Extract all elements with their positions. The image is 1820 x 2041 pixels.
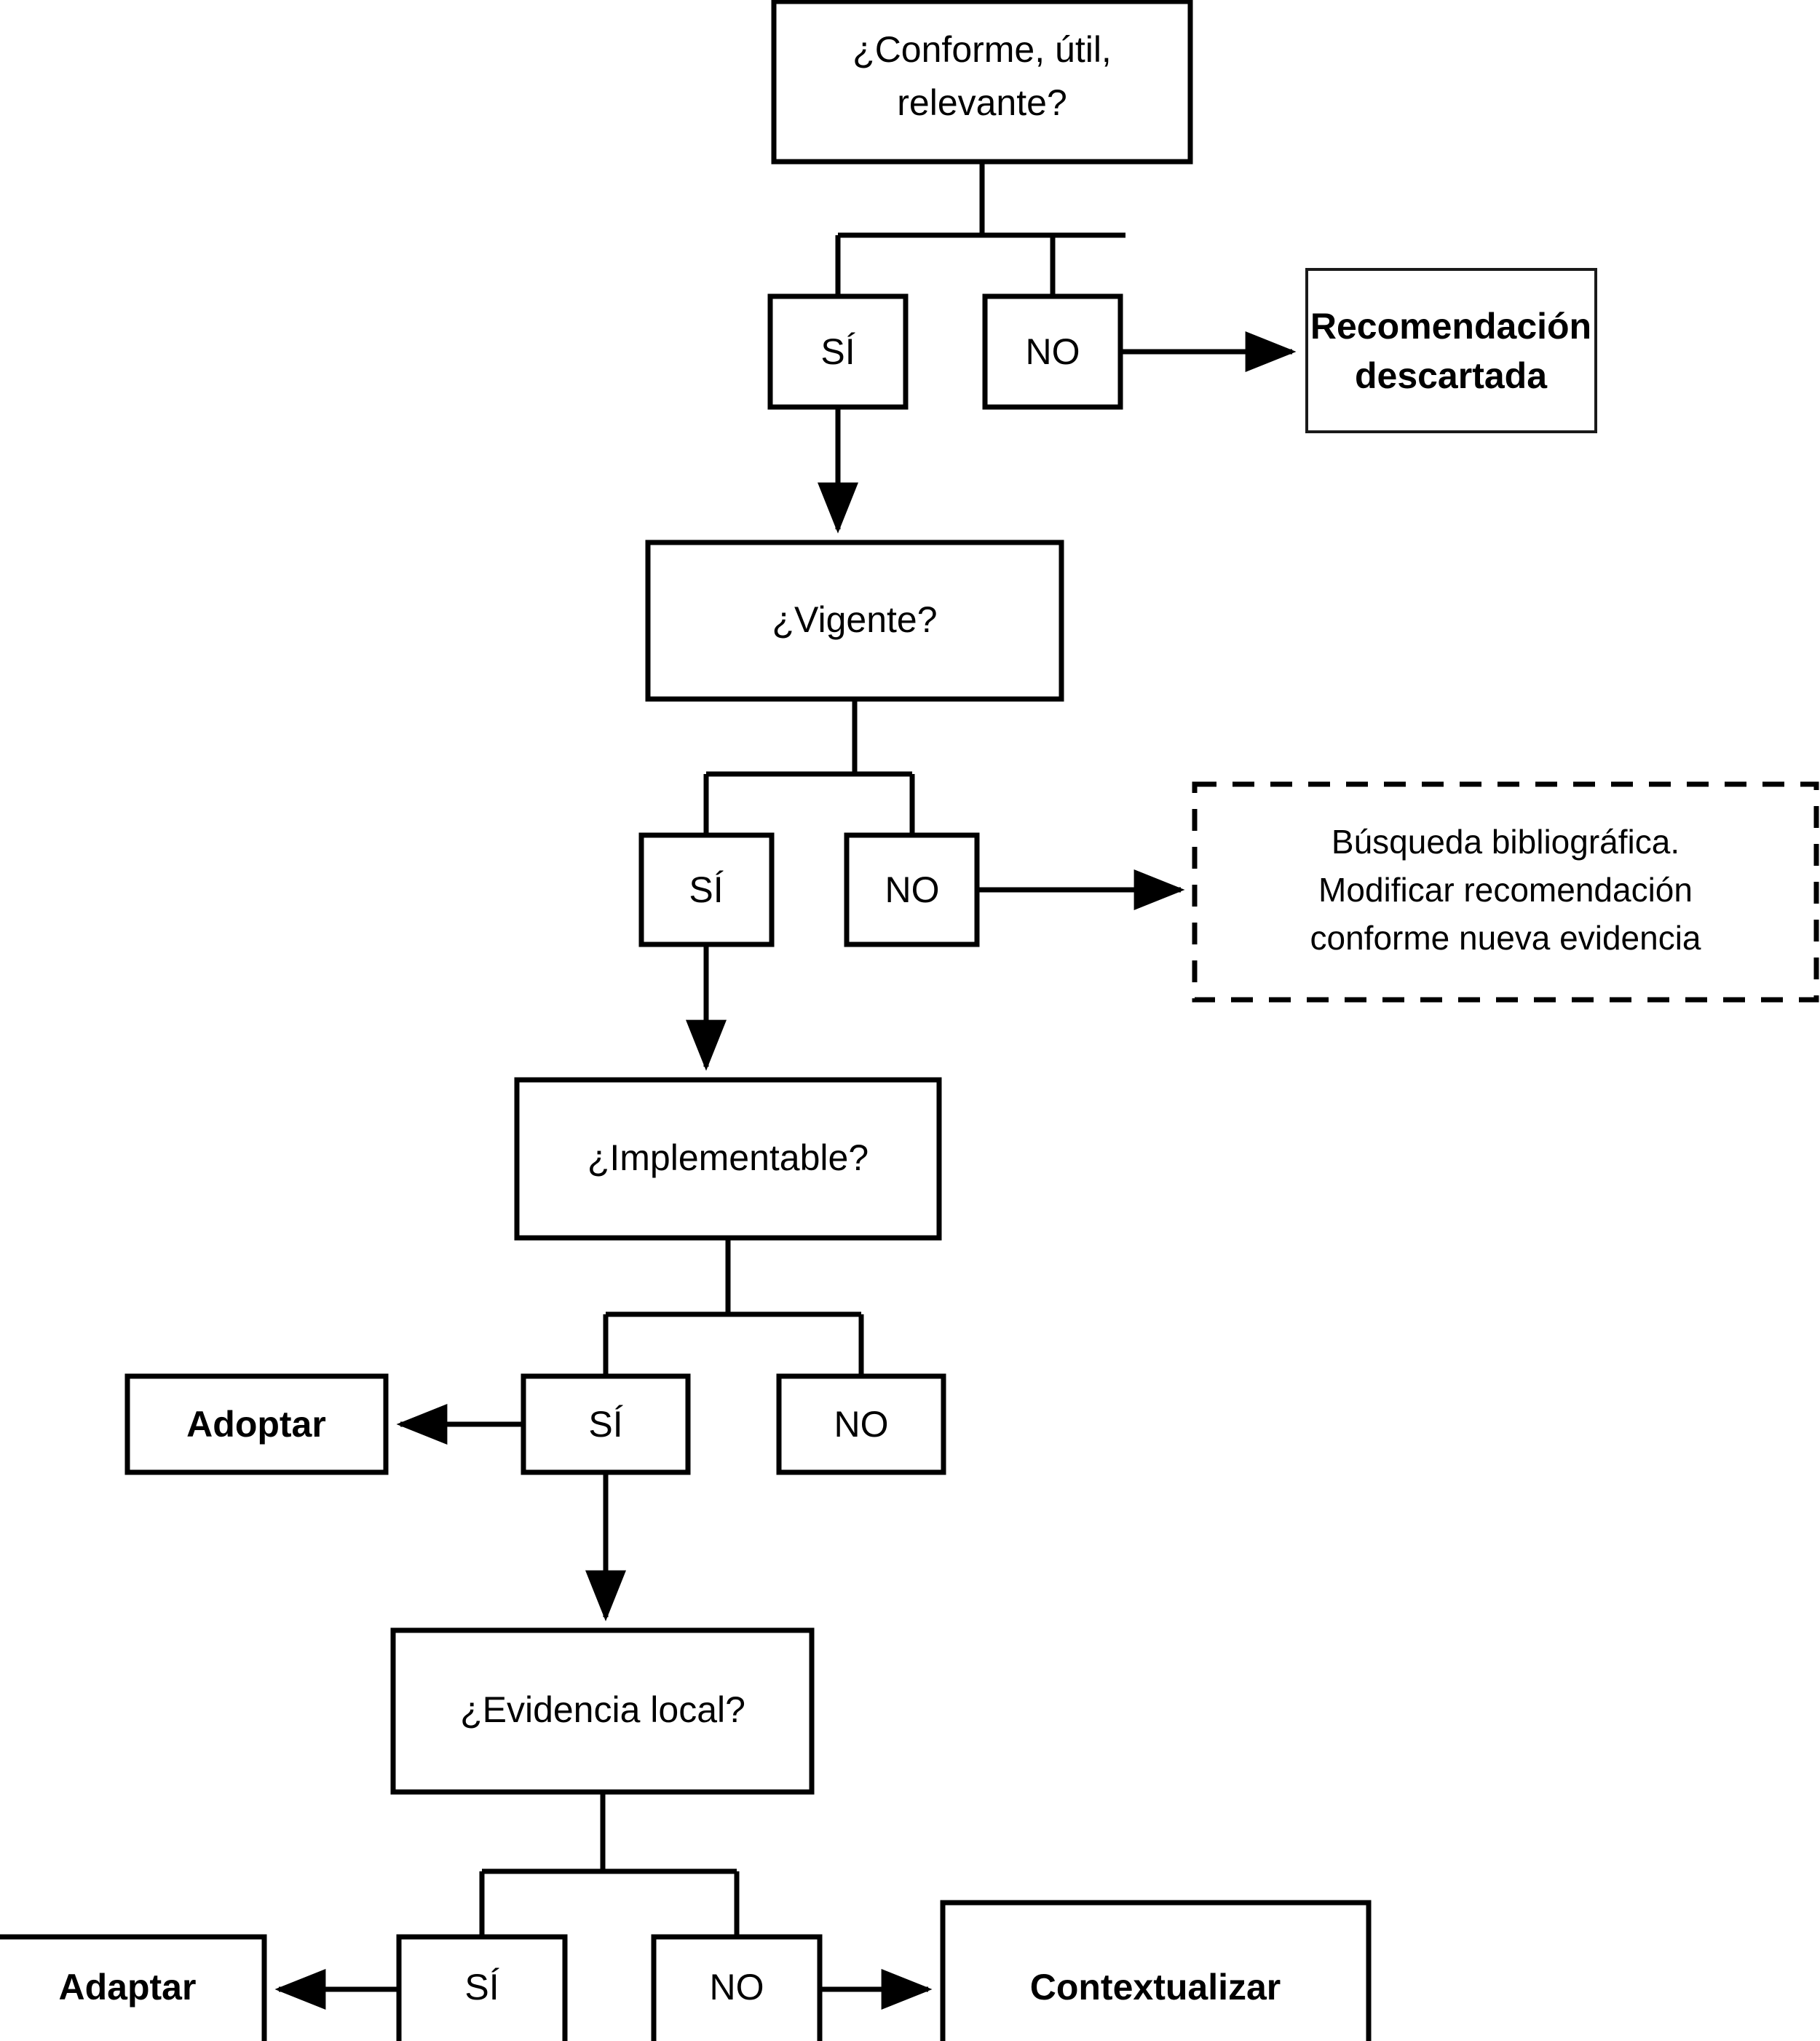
node-busqueda-bibliografica[interactable]: Búsqueda bibliográfica. Modificar recome… [1192, 781, 1819, 1003]
branch-implementable-no-label: NO [834, 1404, 889, 1445]
branch-evidencia-no-label: NO [710, 1967, 764, 2008]
node-recomendacion-descartada-line1: Recomendación [1310, 306, 1591, 347]
branch-vigente-si-label: SÍ [689, 869, 723, 910]
branch-evidencia-si-rect[interactable] [396, 1934, 568, 2041]
branch-conforme-si-rect[interactable] [767, 293, 909, 410]
node-adaptar-rect[interactable] [0, 1934, 267, 2041]
node-adaptar-label: Adaptar [59, 1967, 197, 2008]
branch-evidencia-si-label: SÍ [464, 1967, 499, 2008]
branch-implementable-no[interactable]: NO [776, 1373, 946, 1475]
node-adoptar-label: Adoptar [186, 1404, 326, 1445]
node-vigente-rect[interactable] [645, 540, 1064, 702]
node-implementable-rect[interactable] [514, 1077, 942, 1241]
node-conforme-line2: relevante? [897, 82, 1067, 123]
node-evidencia-local-rect[interactable] [390, 1627, 815, 1795]
node-contextualizar[interactable]: Contextualizar [940, 1900, 1372, 2041]
node-adoptar-rect[interactable] [124, 1373, 389, 1475]
node-vigente-label: ¿Vigente? [772, 599, 937, 640]
node-recomendacion-descartada-rect[interactable] [1305, 268, 1597, 433]
branch-implementable-no-rect[interactable] [776, 1373, 946, 1475]
node-busqueda-bibliografica-rect[interactable] [1192, 781, 1819, 1003]
branch-vigente-no[interactable]: NO [844, 832, 980, 947]
connector-layer [274, 162, 1297, 2010]
node-conforme-line1: ¿Conforme, útil, [852, 29, 1112, 70]
branch-conforme-si-label: SÍ [820, 331, 855, 372]
branch-evidencia-no[interactable]: NO [651, 1934, 823, 2041]
node-conforme-util-relevante[interactable]: ¿Conforme, útil, relevante? [771, 0, 1193, 165]
node-recomendacion-descartada[interactable]: Recomendación descartada [1305, 268, 1597, 433]
branch-vigente-si[interactable]: SÍ [638, 832, 775, 947]
branch-conforme-no-label: NO [1026, 331, 1080, 372]
branch-evidencia-si[interactable]: SÍ [396, 1934, 568, 2041]
node-vigente[interactable]: ¿Vigente? [645, 540, 1064, 702]
node-busqueda-line3: conforme nueva evidencia [1310, 919, 1701, 957]
node-conforme-rect[interactable] [771, 0, 1193, 165]
branch-evidencia-no-rect[interactable] [651, 1934, 823, 2041]
node-evidencia-local[interactable]: ¿Evidencia local? [390, 1627, 815, 1795]
node-busqueda-line2: Modificar recomendación [1318, 871, 1693, 909]
node-adaptar[interactable]: Adaptar [0, 1934, 267, 2041]
node-contextualizar-rect[interactable] [940, 1900, 1372, 2041]
branch-vigente-si-rect[interactable] [638, 832, 775, 947]
node-contextualizar-label: Contextualizar [1030, 1967, 1281, 2008]
branch-vigente-no-label: NO [885, 869, 940, 910]
branch-conforme-si[interactable]: SÍ [767, 293, 909, 410]
branch-implementable-si-rect[interactable] [521, 1373, 691, 1475]
node-recomendacion-descartada-line2: descartada [1355, 355, 1548, 396]
branch-vigente-no-rect[interactable] [844, 832, 980, 947]
node-evidencia-local-label: ¿Evidencia local? [460, 1689, 745, 1730]
node-adoptar[interactable]: Adoptar [124, 1373, 389, 1475]
node-implementable-label: ¿Implementable? [587, 1137, 869, 1178]
branch-conforme-no[interactable]: NO [982, 293, 1123, 410]
branch-implementable-si[interactable]: SÍ [521, 1373, 691, 1475]
branch-implementable-si-label: SÍ [588, 1404, 622, 1445]
branch-conforme-no-rect[interactable] [982, 293, 1123, 410]
node-busqueda-line1: Búsqueda bibliográfica. [1332, 823, 1679, 861]
node-implementable[interactable]: ¿Implementable? [514, 1077, 942, 1241]
